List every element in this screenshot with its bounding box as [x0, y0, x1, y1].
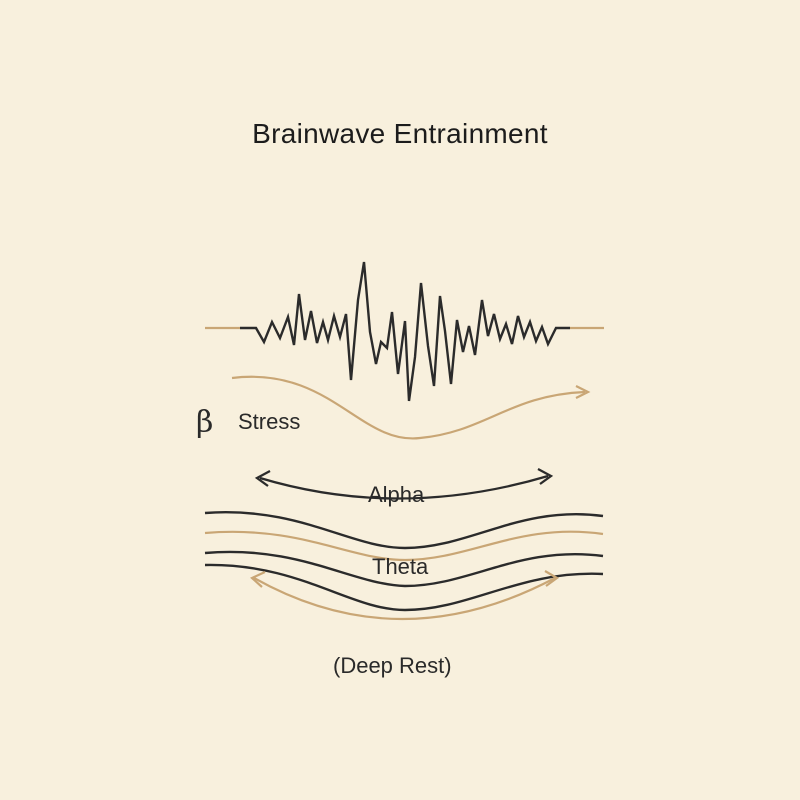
alpha-arc — [259, 474, 549, 500]
stress-label: Stress — [238, 409, 301, 434]
theta-arc — [253, 577, 556, 620]
theta-arrowhead-right — [544, 570, 560, 587]
deep-rest-label: (Deep Rest) — [333, 653, 452, 678]
alpha-arrowhead-left — [254, 469, 271, 487]
beta-transition-curve — [231, 375, 586, 440]
theta-wave-lower — [204, 563, 604, 612]
beta-transition-arrowhead — [575, 385, 591, 399]
alpha-arrowhead-right — [537, 467, 554, 485]
theta-arrowhead-left — [250, 571, 266, 588]
theta-wave-upper — [204, 550, 604, 588]
alpha-label: Alpha — [368, 482, 425, 507]
theta-label: Theta — [372, 554, 429, 579]
diagram-title: Brainwave Entrainment — [252, 118, 548, 149]
beta-symbol: β — [196, 405, 214, 440]
alpha-wave-upper — [204, 511, 604, 550]
alpha-wave-gold — [204, 530, 604, 562]
beta-wave — [240, 261, 570, 402]
